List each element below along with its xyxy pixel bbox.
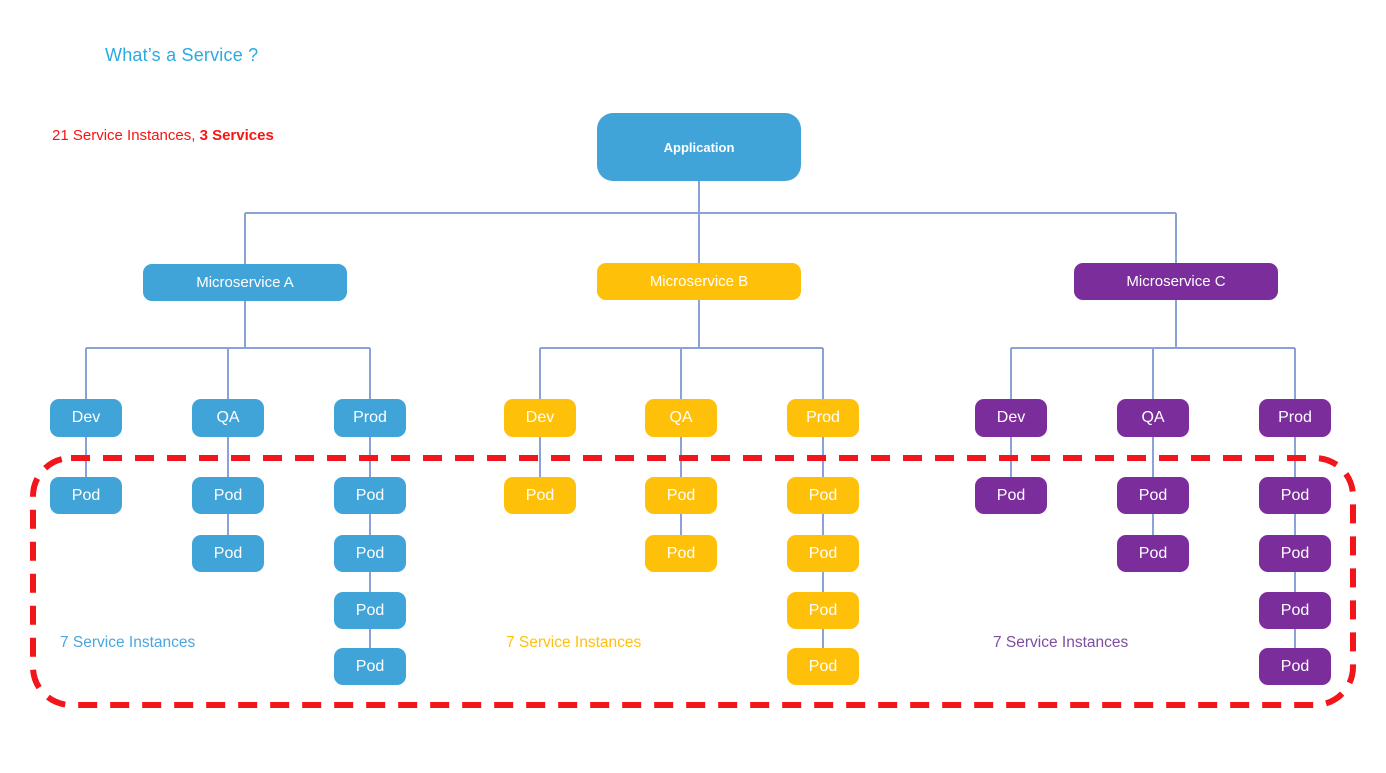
connector-line — [539, 437, 541, 477]
connector-line — [822, 437, 824, 477]
pod-node: Pod — [504, 477, 576, 514]
pod-node: Pod — [192, 535, 264, 572]
environment-node: Dev — [975, 399, 1047, 437]
group-instance-count-label: 7 Service Instances — [506, 634, 642, 651]
connector-line — [680, 514, 682, 535]
connector-line — [1294, 514, 1296, 535]
connector-line — [680, 348, 682, 399]
connector-line — [245, 212, 1176, 214]
connector-line — [369, 514, 371, 535]
environment-node: Prod — [787, 399, 859, 437]
connector-line — [369, 572, 371, 592]
connector-line — [1175, 213, 1177, 263]
connector-line — [822, 572, 824, 592]
connector-line — [1294, 629, 1296, 648]
pod-node: Pod — [334, 592, 406, 629]
connector-line — [244, 301, 246, 348]
connector-line — [1294, 572, 1296, 592]
connector-line — [539, 348, 541, 399]
connector-line — [369, 629, 371, 648]
environment-node: QA — [1117, 399, 1189, 437]
group-instance-count-label: 7 Service Instances — [993, 634, 1129, 651]
connector-line — [822, 629, 824, 648]
pod-node: Pod — [192, 477, 264, 514]
pod-node: Pod — [787, 592, 859, 629]
page-title: What’s a Service ? — [105, 45, 259, 65]
connector-line — [1152, 514, 1154, 535]
connector-line — [369, 437, 371, 477]
environment-node: Dev — [50, 399, 122, 437]
pod-node: Pod — [334, 648, 406, 685]
environment-node: Dev — [504, 399, 576, 437]
environment-node: Prod — [334, 399, 406, 437]
connector-line — [244, 213, 246, 264]
connector-line — [822, 514, 824, 535]
pod-node: Pod — [1259, 535, 1331, 572]
connector-line — [680, 437, 682, 477]
group-instance-count-label: 7 Service Instances — [60, 634, 196, 651]
pod-node: Pod — [787, 535, 859, 572]
connector-line — [227, 437, 229, 477]
pod-node: Pod — [787, 648, 859, 685]
connector-line — [85, 437, 87, 477]
pod-node: Pod — [645, 477, 717, 514]
pod-node: Pod — [1117, 477, 1189, 514]
connector-line — [1010, 348, 1012, 399]
pod-node: Pod — [645, 535, 717, 572]
summary-count-instances: 21 Service Instances, — [52, 127, 200, 144]
pod-node: Pod — [334, 477, 406, 514]
environment-node: QA — [645, 399, 717, 437]
connector-line — [1152, 348, 1154, 399]
connector-line — [1010, 437, 1012, 477]
connector-line — [369, 348, 371, 399]
microservice-node: Microservice C — [1074, 263, 1278, 300]
connector-line — [85, 348, 87, 399]
summary-text: 21 Service Instances, 3 Services — [52, 127, 274, 144]
microservice-node: Microservice A — [143, 264, 347, 301]
environment-node: Prod — [1259, 399, 1331, 437]
pod-node: Pod — [1259, 648, 1331, 685]
pod-node: Pod — [1259, 592, 1331, 629]
connector-line — [1175, 300, 1177, 348]
connector-line — [1294, 348, 1296, 399]
environment-node: QA — [192, 399, 264, 437]
microservice-node: Microservice B — [597, 263, 801, 300]
pod-node: Pod — [50, 477, 122, 514]
connector-line — [698, 181, 700, 263]
connector-line — [1152, 437, 1154, 477]
pod-node: Pod — [334, 535, 406, 572]
connector-line — [1294, 437, 1296, 477]
connector-line — [822, 348, 824, 399]
connector-line — [227, 348, 229, 399]
pod-node: Pod — [1259, 477, 1331, 514]
connector-line — [227, 514, 229, 535]
pod-node: Pod — [975, 477, 1047, 514]
pod-node: Pod — [787, 477, 859, 514]
connector-line — [698, 300, 700, 348]
application-node: Application — [597, 113, 801, 181]
pod-node: Pod — [1117, 535, 1189, 572]
summary-count-services: 3 Services — [199, 127, 274, 144]
